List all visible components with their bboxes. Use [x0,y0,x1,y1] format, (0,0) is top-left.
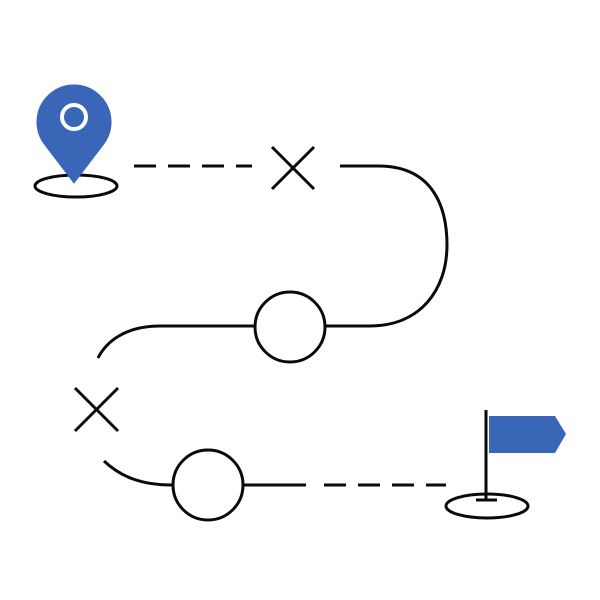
location-pin-icon [33,84,119,199]
route-curve-bottom [102,459,173,487]
circle-waypoint-icon [171,448,245,522]
flag-banner [489,416,566,453]
circle-waypoint-icon [253,290,327,364]
finish-flag-icon [444,410,566,520]
route-curve-right [326,164,449,328]
start-pin-body [36,84,112,184]
x-mark-icon [270,145,316,191]
x-mark-icon [73,386,120,433]
start-pin-hole [60,103,88,131]
route-curve-left [96,324,255,359]
